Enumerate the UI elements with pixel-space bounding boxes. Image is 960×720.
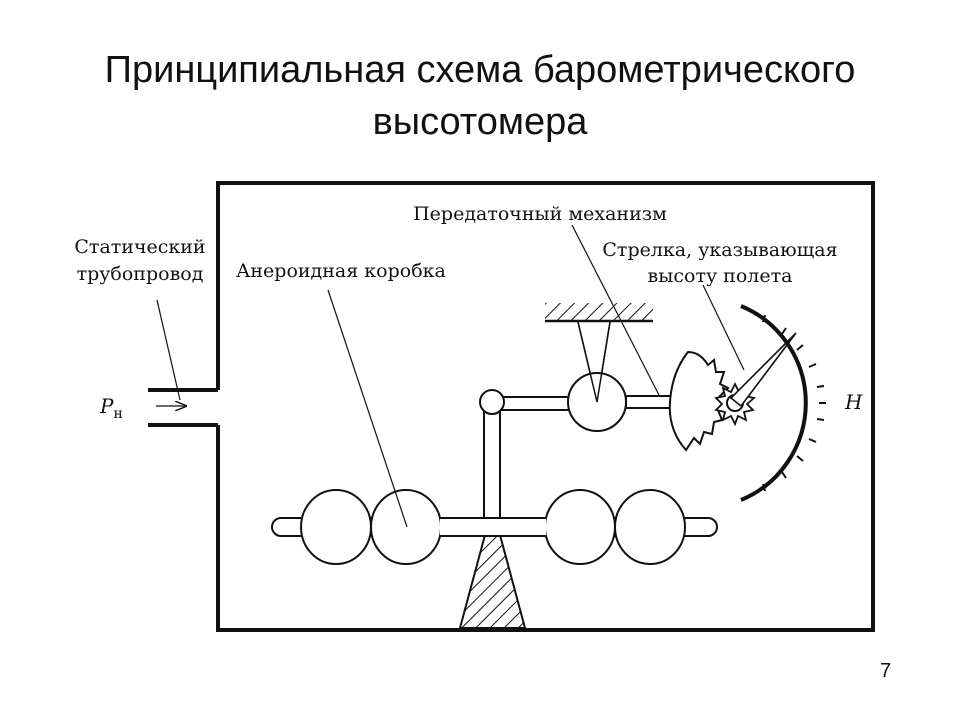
static-pipe-leader <box>156 299 181 401</box>
transmission-label: Передаточный механизм <box>413 203 667 225</box>
pressure-label: Pн <box>99 394 123 422</box>
housing-outline <box>216 181 875 632</box>
title-line-1: Принципиальная схема барометрического <box>104 49 856 91</box>
pointer-leader <box>702 284 745 371</box>
static-pipe-label-2: трубопровод <box>77 263 204 285</box>
aneroid-leader <box>327 289 408 528</box>
push-rod <box>483 407 501 519</box>
support-wedge <box>458 534 527 629</box>
slide-title: Принципиальная схема барометрического вы… <box>0 44 960 148</box>
transmission-leader <box>571 224 661 398</box>
dial-scale-arc <box>740 304 808 502</box>
dial-ticks <box>762 314 826 492</box>
page-number: 7 <box>880 660 892 682</box>
aneroid-label: Анероидная коробка <box>236 260 446 282</box>
aneroid-rod-center <box>440 519 546 535</box>
pointer-needle <box>729 332 797 408</box>
title-line-2: высотомера <box>372 101 588 143</box>
pivot-joint <box>479 389 505 415</box>
toothed-sector <box>668 350 730 452</box>
link-rod <box>494 396 574 411</box>
aneroid-capsules <box>300 489 686 565</box>
ceiling-mount <box>545 303 653 321</box>
altitude-label: H <box>844 390 863 414</box>
pointer-label-2: высоту полета <box>648 265 793 287</box>
static-pipe-label-1: Статический <box>74 236 205 258</box>
pointer-label-1: Стрелка, указывающая <box>602 239 837 261</box>
